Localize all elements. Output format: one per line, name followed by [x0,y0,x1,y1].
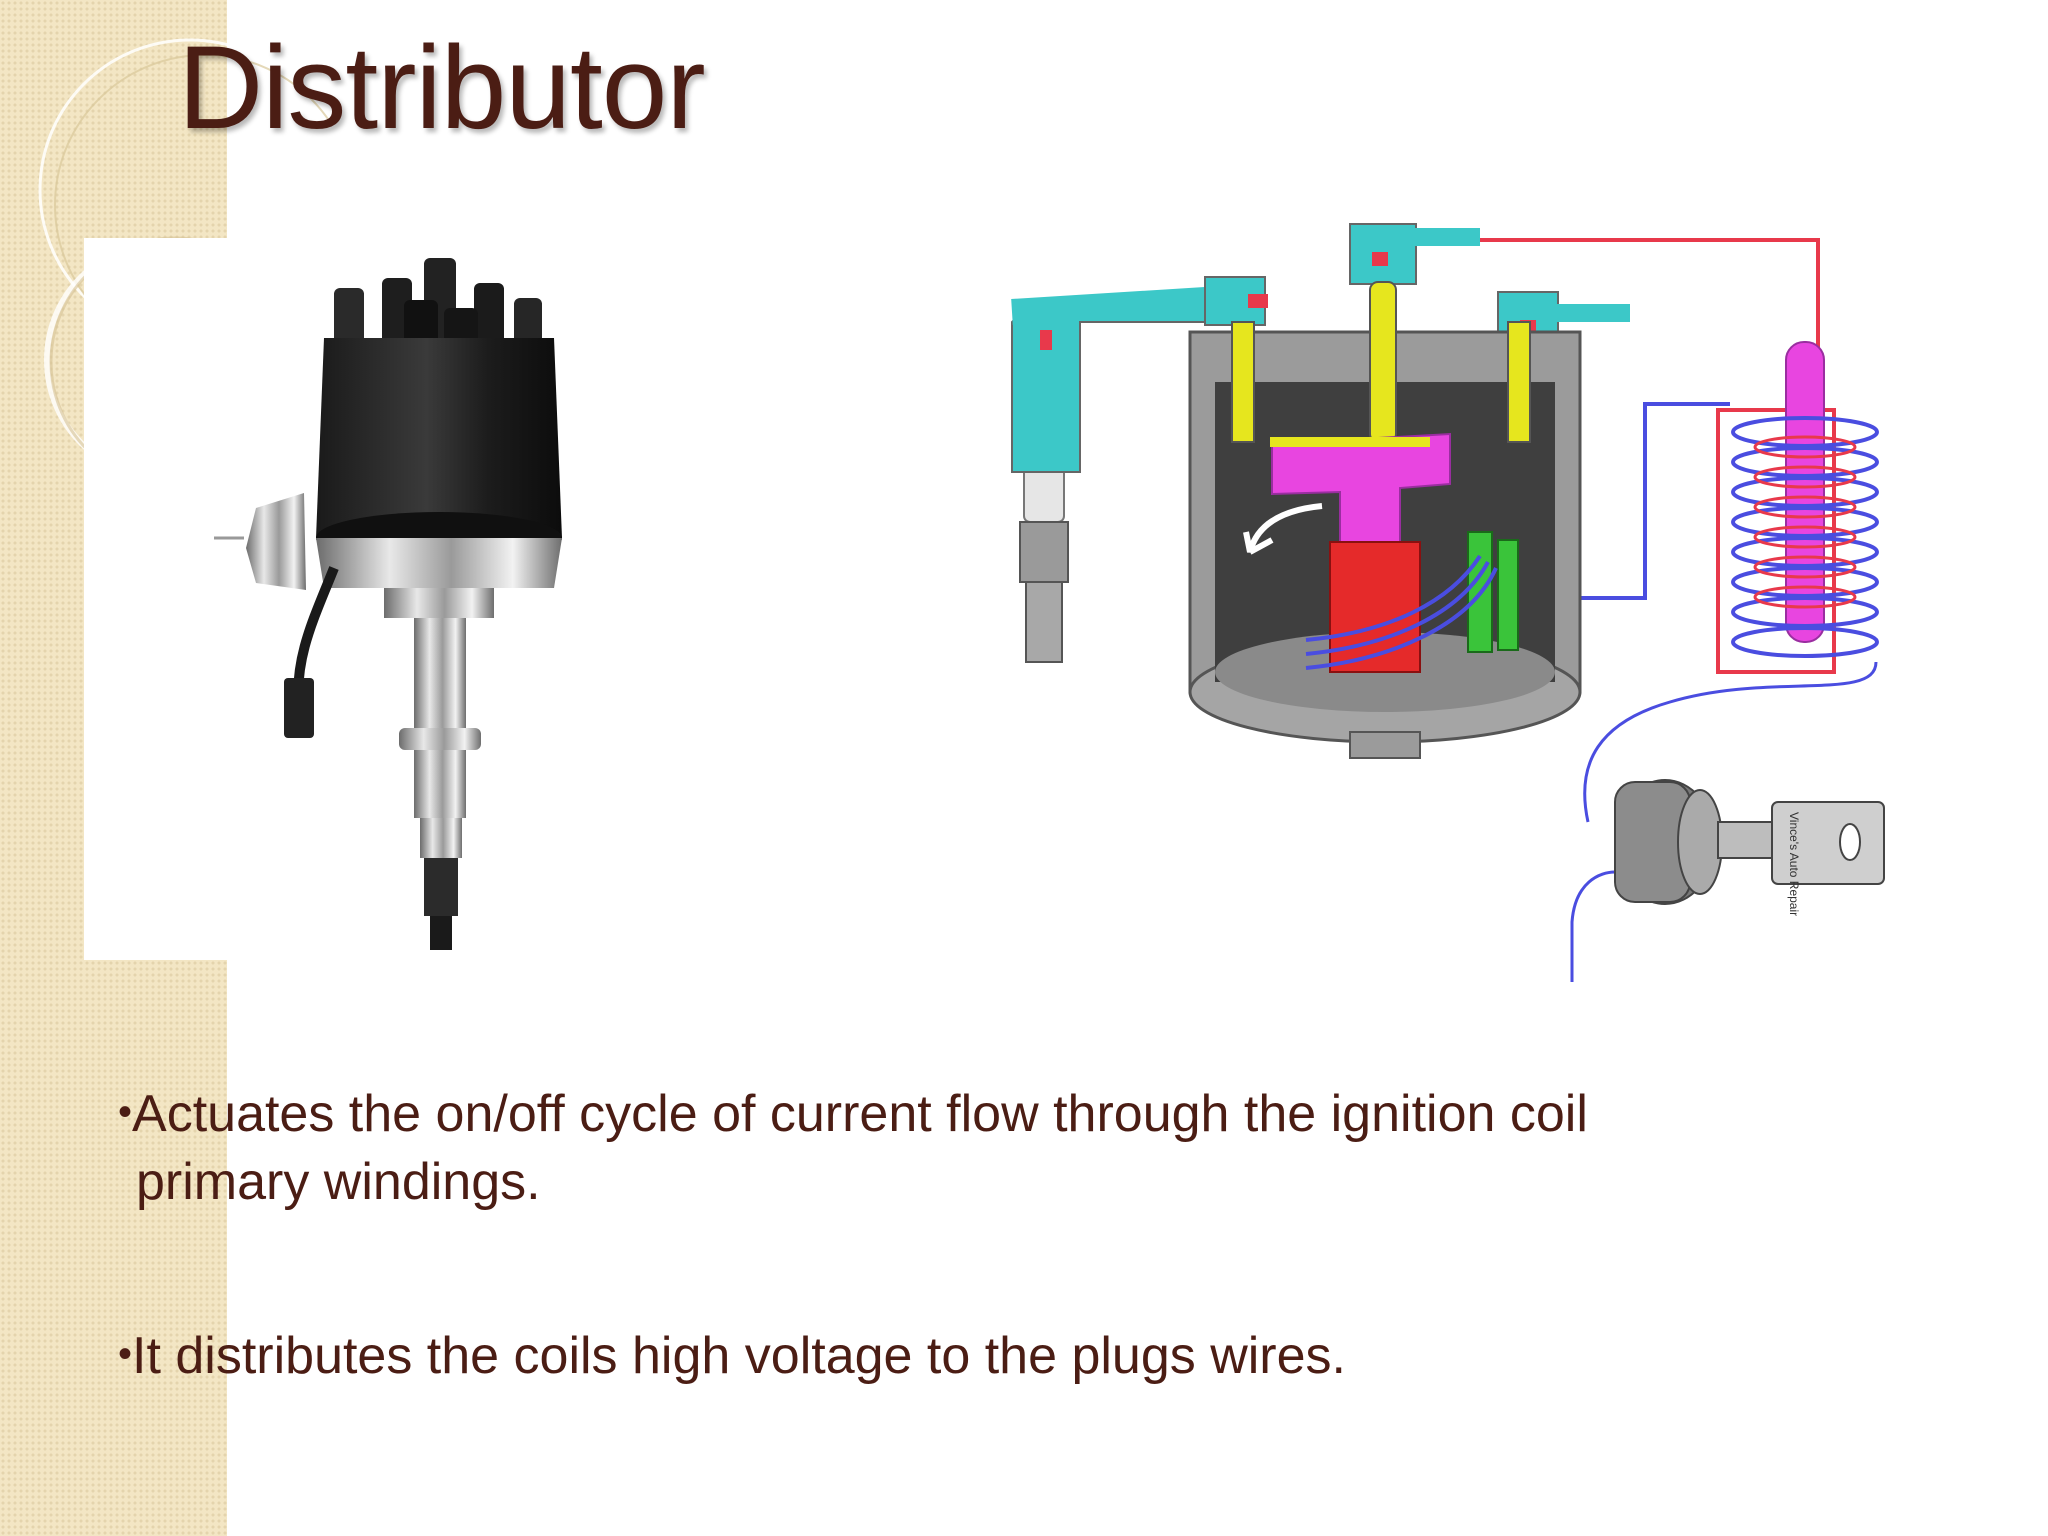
key-tag-label: Vince's Auto Repair [1787,812,1801,916]
bullet-marker: • [118,1090,133,1134]
bullet-marker: • [118,1332,133,1376]
bullet-text-line: primary windings. [136,1153,541,1211]
bullet-text-line: It distributes the coils high voltage to… [132,1327,1346,1385]
slide-title: Distributor [178,22,706,154]
bullet-item: •Actuates the on/off cycle of current fl… [118,1078,1838,1216]
distributor-photo [214,258,562,950]
bullet-item: •It distributes the coils high voltage t… [118,1320,1838,1390]
bullet-text-line: Actuates the on/off cycle of current flo… [132,1085,1588,1143]
ignition-coil-icon [1716,341,1879,674]
ignition-key-icon: Vince's Auto Repair [1614,779,1885,916]
bullet-list: •Actuates the on/off cycle of current fl… [118,1078,1838,1390]
ignition-system-diagram: Vince's Auto Repair [1011,223,1885,982]
